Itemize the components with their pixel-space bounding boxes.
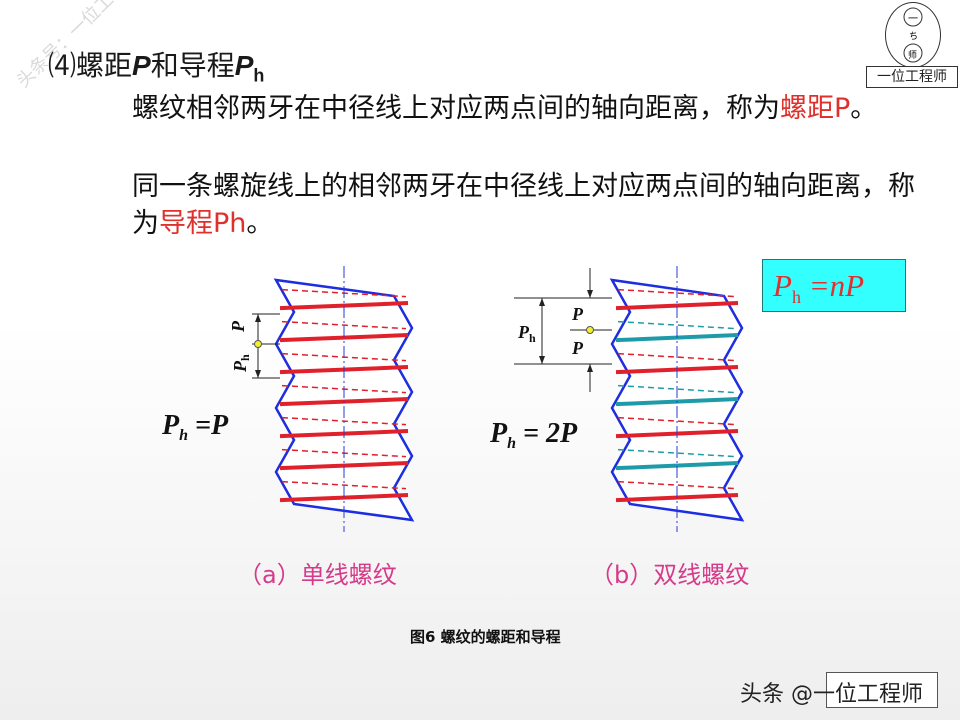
- logo-glyph-mid: ち: [909, 31, 918, 42]
- figure-caption: 图6 螺纹的螺距和导程: [410, 628, 561, 646]
- thread-line-dashed: [281, 480, 407, 490]
- single-lead-label-sub: h: [238, 354, 252, 361]
- lead-term: 导程Ph: [159, 208, 247, 239]
- paragraph-pitch: 螺纹相邻两牙在中径线上对应两点间的轴向距离，称为螺距P。: [132, 90, 922, 127]
- formula-rest: =nP: [800, 268, 865, 303]
- double-formula-rest: = 2P: [516, 418, 578, 449]
- logo-emblem-graphic: 一 ち 师: [903, 7, 923, 63]
- paragraph-pitch-text: 螺纹相邻两牙在中径线上对应两点间的轴向距离，称为: [132, 93, 780, 124]
- brand-logo: 一 ち 师 一位工程师: [866, 2, 958, 88]
- caption-single-thread: （a）单线螺纹: [238, 561, 397, 589]
- pitch-term: 螺距P: [780, 93, 851, 124]
- thread-line-red: [279, 461, 409, 471]
- heading-symbol-p: P: [132, 50, 151, 81]
- logo-emblem: 一 ち 师: [885, 2, 941, 68]
- formula-sub: h: [791, 287, 801, 308]
- thread-line-red: [615, 301, 739, 311]
- section-heading: ⑷螺距P和导程Ph: [48, 44, 264, 87]
- logo-glyph-bot: 师: [908, 49, 917, 61]
- single-lead-formula: Ph =P: [161, 410, 229, 444]
- paragraph-lead-end: 。: [246, 208, 274, 239]
- double-lead-label-sub: h: [529, 331, 536, 345]
- single-thread-dimension: P Ph: [228, 313, 280, 379]
- single-pitch-label: P: [228, 320, 248, 333]
- heading-symbol-ph-main: P: [234, 50, 254, 81]
- heading-text-1: 螺距: [76, 49, 133, 82]
- footer-attribution: 头条 @一位工程师: [740, 682, 923, 707]
- double-lead-label: Ph: [517, 322, 536, 345]
- double-thread-diagram: [609, 266, 745, 532]
- thread-line-red: [279, 301, 409, 311]
- double-formula-sub: h: [507, 435, 516, 452]
- heading-text-2: 和导程: [150, 49, 235, 82]
- single-thread-diagram: [273, 266, 415, 532]
- caption-double-thread: （b）双线螺纹: [590, 561, 750, 589]
- double-thread-dimension: P P Ph: [514, 268, 612, 392]
- double-lead-label-main: P: [517, 322, 530, 342]
- double-pitch-label-2: P: [571, 338, 584, 358]
- logo-glyph-top: 一: [908, 14, 918, 25]
- formula-main: P: [773, 268, 792, 303]
- logo-label: 一位工程师: [866, 66, 958, 88]
- double-formula-main: P: [489, 418, 508, 449]
- footer-highlight: [826, 672, 938, 708]
- single-formula-rest: =P: [188, 410, 229, 441]
- double-pitch-label-1: P: [571, 304, 584, 324]
- thread-line-teal: [615, 461, 739, 471]
- heading-symbol-ph-sub: h: [253, 65, 265, 86]
- general-formula-box: Ph =nP: [762, 259, 906, 312]
- heading-number: ⑷: [48, 49, 77, 82]
- single-formula-main: P: [161, 410, 180, 441]
- paragraph-pitch-end: 。: [850, 93, 878, 124]
- double-lead-formula: Ph = 2P: [489, 418, 578, 452]
- single-lead-label-main: P: [230, 360, 250, 373]
- single-formula-sub: h: [179, 427, 188, 444]
- heading-symbol-ph: Ph: [234, 50, 265, 86]
- paragraph-lead-text: 同一条螺旋线上的相邻两牙在中径线上对应两点间的轴向距离，称为: [132, 171, 915, 239]
- single-lead-label: Ph: [230, 354, 252, 373]
- paragraph-lead: 同一条螺旋线上的相邻两牙在中径线上对应两点间的轴向距离，称为导程Ph。: [132, 168, 922, 242]
- thread-line-dashed: [281, 320, 407, 330]
